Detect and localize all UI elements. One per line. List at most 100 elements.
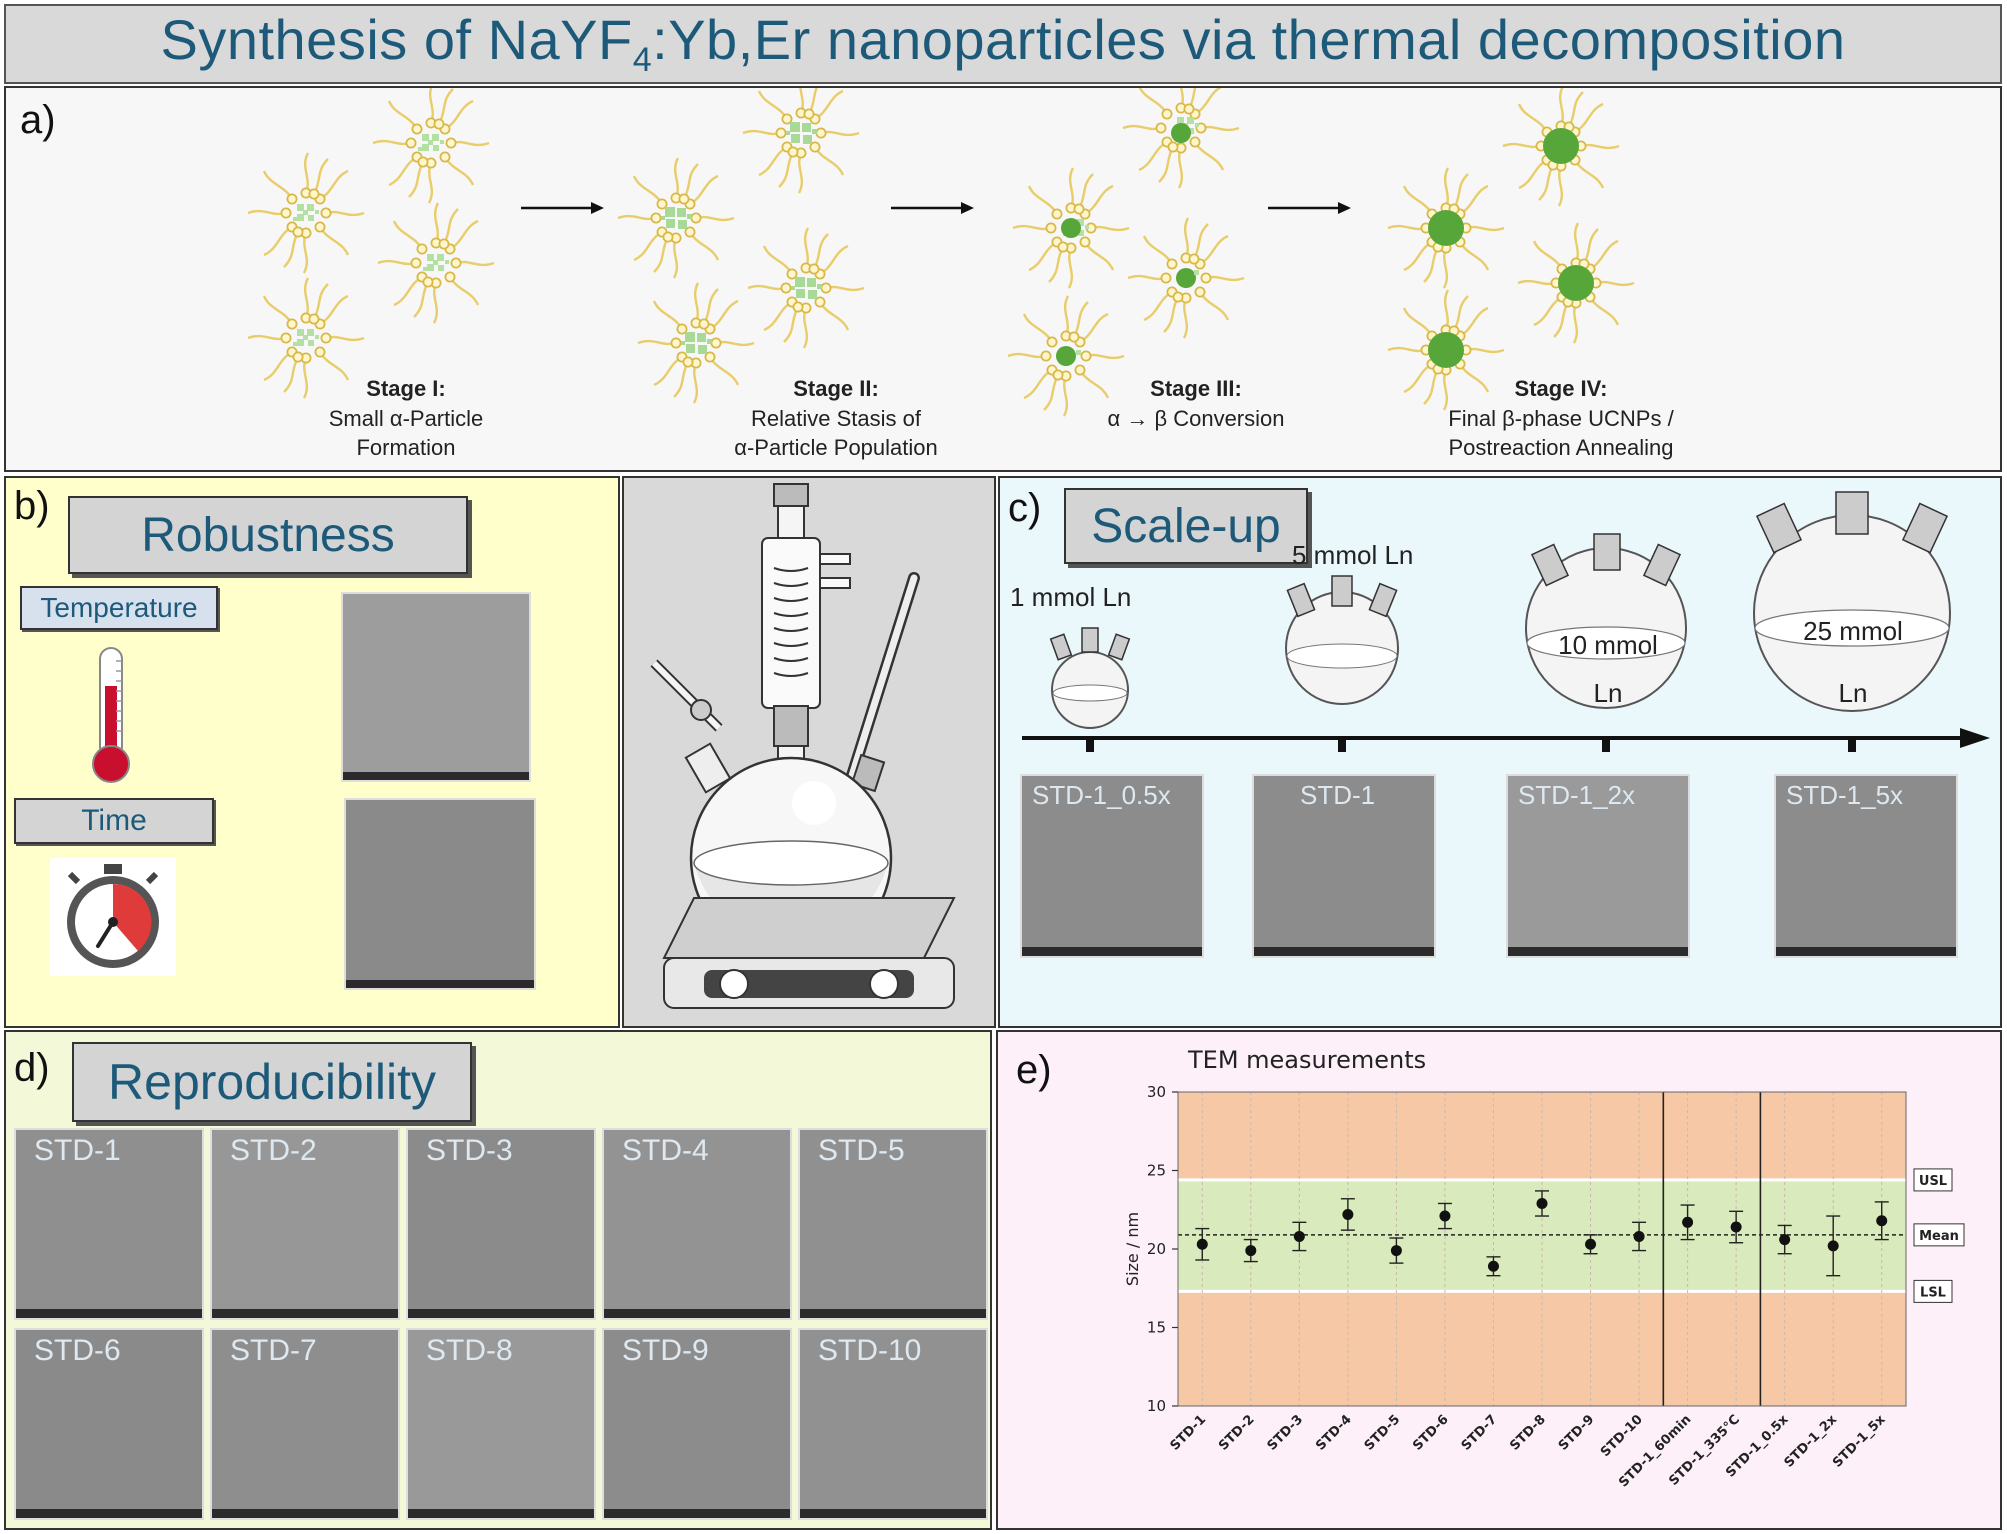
flask-label-5mmol: 5 mmol Ln xyxy=(1292,540,1414,570)
panel-b-letter: b) xyxy=(14,484,50,528)
temperature-label: Temperature xyxy=(20,586,218,630)
tem-image-label: STD-10 xyxy=(818,1334,922,1367)
y-tick-label: 30 xyxy=(1147,1083,1166,1101)
stopwatch-box xyxy=(50,858,176,976)
robustness-heading: Robustness xyxy=(68,496,468,574)
panel-c-letter: c) xyxy=(1008,486,1042,530)
flask-25mmol xyxy=(1753,491,1951,712)
data-point xyxy=(1245,1245,1257,1257)
tem-image-label: STD-8 xyxy=(426,1334,513,1367)
scale-up-heading: Scale-up xyxy=(1064,488,1308,564)
stage-4-caption: Stage IV:Final β-phase UCNPs /Postreacti… xyxy=(1448,376,1674,461)
data-point xyxy=(1196,1238,1208,1250)
data-point xyxy=(1876,1215,1888,1227)
time-label: Time xyxy=(14,798,214,844)
data-point xyxy=(1730,1221,1742,1233)
data-point xyxy=(1390,1245,1402,1257)
y-tick-label: 25 xyxy=(1147,1162,1166,1180)
panel-a: a) xyxy=(4,86,2002,472)
tem-image-std-7: STD-7 xyxy=(210,1328,400,1520)
reflux-setup-panel xyxy=(622,476,996,1028)
tem-image-std-1: STD-1 xyxy=(14,1128,204,1320)
x-tick-label: STD-5 xyxy=(1362,1412,1404,1454)
stage-3-caption: Stage III:α → β Conversion xyxy=(1107,376,1285,431)
tem-image-std-10: STD-10 xyxy=(798,1328,988,1520)
flask-10mmol xyxy=(1525,533,1687,709)
tem-image-label: STD-5 xyxy=(818,1134,905,1167)
tem-image-time xyxy=(344,798,536,990)
limit-label: Mean xyxy=(1919,1229,1959,1244)
data-point xyxy=(1536,1197,1548,1209)
data-point xyxy=(1779,1234,1791,1246)
x-tick-label: STD-4 xyxy=(1313,1412,1355,1454)
data-point xyxy=(1342,1208,1354,1220)
x-tick-label: STD-6 xyxy=(1410,1412,1452,1454)
tem-image-label: STD-1 xyxy=(34,1134,121,1167)
tem-image-std-2: STD-2 xyxy=(210,1128,400,1320)
tem-image-scale-0.5x: STD-1_0.5x xyxy=(1020,774,1204,958)
limit-label-box xyxy=(1913,1168,1953,1192)
panel-e-letter: e) xyxy=(1016,1048,1052,1092)
stage-illustration xyxy=(246,88,1636,418)
tem-image-std-5: STD-5 xyxy=(798,1128,988,1320)
reproducibility-heading: Reproducibility xyxy=(72,1042,472,1122)
panel-c: c) Scale-up 1 mmol Ln 5 mmol Ln xyxy=(998,476,2002,1028)
tem-image-std-9: STD-9 xyxy=(602,1328,792,1520)
x-tick-label: STD-3 xyxy=(1265,1412,1307,1454)
scale-up-flasks xyxy=(1022,491,1990,752)
figure-title-bar: Synthesis of NaYF4:Yb,Er nanoparticles v… xyxy=(4,4,2002,84)
flask-label-10mmol-top: 10 mmol xyxy=(1558,630,1658,660)
y-tick-label: 10 xyxy=(1147,1397,1166,1415)
data-point xyxy=(1439,1210,1451,1222)
stopwatch-icon xyxy=(67,864,159,968)
tem-image-scale-2x: STD-1_2x xyxy=(1506,774,1690,958)
x-tick-label: STD-7 xyxy=(1459,1412,1501,1454)
x-tick-label: STD-1 xyxy=(1168,1412,1210,1454)
data-point xyxy=(1827,1240,1839,1252)
x-tick-label: STD-10 xyxy=(1598,1412,1646,1460)
limit-label-box xyxy=(1913,1223,1965,1247)
thermometer-icon xyxy=(92,647,130,783)
tem-image-label: STD-4 xyxy=(622,1134,709,1167)
tem-image-std-6: STD-6 xyxy=(14,1328,204,1520)
x-tick-label: STD-8 xyxy=(1507,1412,1549,1454)
limit-label: LSL xyxy=(1920,1285,1946,1300)
tem-image-label: STD-9 xyxy=(622,1334,709,1367)
tem-image-std-4: STD-4 xyxy=(602,1128,792,1320)
x-tick-label: STD-9 xyxy=(1556,1412,1598,1454)
y-axis-label: Size / nm xyxy=(1123,1212,1142,1286)
flask-5mmol xyxy=(1285,575,1399,705)
data-point xyxy=(1293,1230,1305,1242)
data-point xyxy=(1487,1260,1499,1272)
data-point xyxy=(1633,1230,1645,1242)
data-point xyxy=(1585,1238,1597,1250)
figure-title: Synthesis of NaYF4:Yb,Er nanoparticles v… xyxy=(160,8,1846,80)
tem-image-temperature xyxy=(341,592,531,782)
tem-image-label: STD-7 xyxy=(230,1334,317,1367)
tem-image-scale-1x: STD-1 xyxy=(1252,774,1436,958)
panel-b: b) Robustness Temperature Time xyxy=(4,476,620,1028)
y-tick-label: 20 xyxy=(1147,1240,1166,1258)
x-tick-label: STD-2 xyxy=(1216,1412,1258,1454)
y-tick-label: 15 xyxy=(1147,1319,1166,1337)
tem-image-scale-5x: STD-1_5x xyxy=(1774,774,1958,958)
tem-image-std-3: STD-3 xyxy=(406,1128,596,1320)
chart-title: TEM measurements xyxy=(1187,1046,1426,1074)
panel-d-letter: d) xyxy=(14,1046,50,1090)
panel-a-letter: a) xyxy=(20,98,56,142)
flask-label-1mmol: 1 mmol Ln xyxy=(1010,582,1132,612)
data-point xyxy=(1682,1216,1694,1228)
flask-1mmol xyxy=(1049,627,1131,729)
flask-label-25mmol-bottom: Ln xyxy=(1838,678,1868,708)
tem-image-std-8: STD-8 xyxy=(406,1328,596,1520)
flask-label-10mmol-bottom: Ln xyxy=(1593,678,1623,708)
limit-label-box xyxy=(1913,1279,1953,1303)
reflux-apparatus-icon xyxy=(650,483,956,1009)
limit-label: USL xyxy=(1919,1174,1947,1189)
